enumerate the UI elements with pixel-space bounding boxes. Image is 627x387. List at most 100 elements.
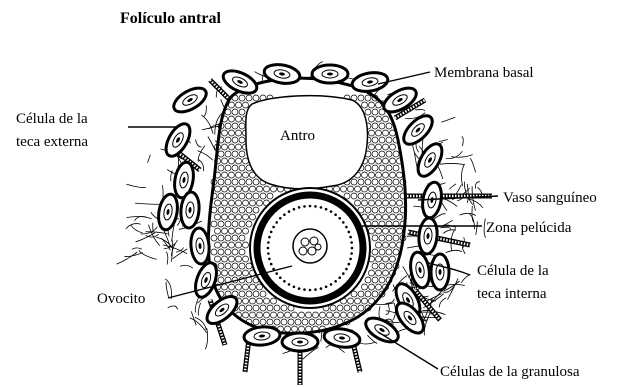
fiber-strand xyxy=(141,227,158,234)
cytoplasm-granule xyxy=(283,280,286,283)
fiber-strand xyxy=(450,184,457,190)
cytoplasm-granule xyxy=(279,217,282,220)
fiber-strand xyxy=(132,248,142,250)
cytoplasm-granule xyxy=(268,258,271,261)
label-zona-pelucida: Zona pelúcida xyxy=(486,220,572,236)
cytoplasm-granule xyxy=(334,280,337,283)
theca-cell xyxy=(380,83,420,117)
fiber-strand xyxy=(131,225,143,233)
fiber-strand xyxy=(461,164,464,186)
fiber-strand xyxy=(196,140,202,147)
cytoplasm-granule xyxy=(268,236,271,239)
cytoplasm-granule xyxy=(342,272,345,275)
fiber-strand xyxy=(198,303,200,316)
theca-cell xyxy=(243,325,280,346)
cytoplasm-granule xyxy=(298,287,301,290)
cytoplasm-granule xyxy=(314,205,317,208)
fiber-strand xyxy=(190,318,207,333)
label-vaso-sanguineo: Vaso sanguíneo xyxy=(503,190,597,206)
cytoplasm-granule xyxy=(298,206,301,209)
cytoplasm-granule xyxy=(267,247,270,250)
oocyte-nucleus xyxy=(293,229,327,263)
fiber-strand xyxy=(198,151,213,161)
fiber-strand xyxy=(393,303,396,320)
cytoplasm-granule xyxy=(283,213,286,216)
fiber-strand xyxy=(139,250,157,259)
fiber-strand xyxy=(460,213,476,215)
cytoplasm-granule xyxy=(267,241,270,244)
fiber-strand xyxy=(451,155,473,158)
fiber-strand xyxy=(470,158,475,172)
label-celulas-granulosa: Células de la granulosa xyxy=(440,364,580,380)
cytoplasm-granule xyxy=(320,287,323,290)
cytoplasm-granule xyxy=(330,210,333,213)
fiber-strand xyxy=(440,227,451,229)
fiber-strand xyxy=(461,275,470,283)
cytoplasm-granule xyxy=(309,289,312,292)
fiber-strand xyxy=(462,136,463,146)
cytoplasm-granule xyxy=(293,208,296,211)
fiber-strand xyxy=(208,137,216,151)
fiber-strand xyxy=(126,184,146,187)
cytoplasm-granule xyxy=(334,213,337,216)
cytoplasm-granule xyxy=(330,283,333,286)
theca-cell xyxy=(413,140,447,180)
cytoplasm-granule xyxy=(325,286,328,289)
cytoplasm-granule xyxy=(303,205,306,208)
fiber-strand xyxy=(440,163,465,164)
theca-cell xyxy=(431,254,449,290)
label-ovocito: Ovocito xyxy=(97,291,145,307)
cytoplasm-granule xyxy=(293,286,296,289)
cytoplasm-granule xyxy=(275,272,278,275)
label-teca-externa-line2: teca externa xyxy=(16,134,88,150)
cytoplasm-granule xyxy=(348,231,351,234)
cytoplasm-granule xyxy=(275,221,278,224)
cytoplasm-granule xyxy=(320,206,323,209)
label-antro: Antro xyxy=(280,128,315,144)
cytoplasm-granule xyxy=(345,226,348,229)
fiber-strand xyxy=(164,230,171,247)
fiber-strand xyxy=(439,298,446,308)
theca-cell xyxy=(312,65,348,83)
fiber-strand xyxy=(135,216,147,220)
fiber-strand xyxy=(446,250,462,252)
cytoplasm-granule xyxy=(272,226,275,229)
cytoplasm-granule xyxy=(338,276,341,279)
cytoplasm-granule xyxy=(348,263,351,266)
label-membrana-basal: Membrana basal xyxy=(434,65,534,81)
cytoplasm-granule xyxy=(345,268,348,271)
fiber-strand xyxy=(135,203,160,204)
cytoplasm-granule xyxy=(279,276,282,279)
diagram-title: Folículo antral xyxy=(120,10,221,27)
cytoplasm-granule xyxy=(270,263,273,266)
fiber-strand xyxy=(203,105,206,116)
fiber-strand xyxy=(476,222,478,235)
theca-cell xyxy=(161,120,195,160)
leader-granulosa xyxy=(378,332,438,369)
cytoplasm-granule xyxy=(270,231,273,234)
cytoplasm-granule xyxy=(350,252,353,255)
cytoplasm-granule xyxy=(314,288,317,291)
label-teca-interna-line2: teca interna xyxy=(477,286,547,302)
cytoplasm-granule xyxy=(309,205,312,208)
cytoplasm-granule xyxy=(288,283,291,286)
cytoplasm-granule xyxy=(342,221,345,224)
fiber-strand xyxy=(386,303,389,314)
theca-cell xyxy=(156,193,180,232)
fiber-strand xyxy=(439,140,448,142)
cytoplasm-granule xyxy=(349,236,352,239)
fiber-strand xyxy=(441,117,455,122)
cytoplasm-granule xyxy=(350,241,353,244)
fiber-strand xyxy=(166,282,168,297)
fiber-strand xyxy=(470,214,475,229)
theca-cell xyxy=(170,83,210,117)
fiber-strand xyxy=(117,252,138,264)
theca-cell xyxy=(417,217,438,254)
label-teca-interna-line1: Célula de la xyxy=(477,263,549,279)
cytoplasm-granule xyxy=(288,210,291,213)
fiber-strand xyxy=(180,265,193,268)
cytoplasm-granule xyxy=(349,258,352,261)
cytoplasm-granule xyxy=(351,247,354,250)
theca-cell xyxy=(362,313,402,347)
fiber-strand xyxy=(415,110,425,112)
